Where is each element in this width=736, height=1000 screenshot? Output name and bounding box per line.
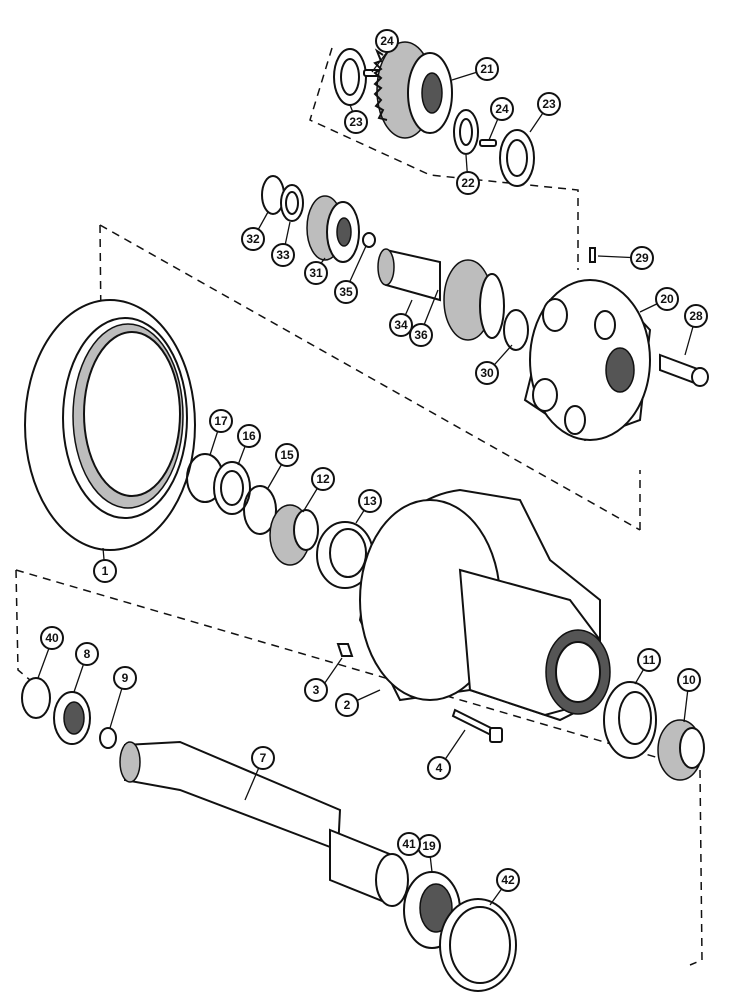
callout-label: 1 [102,564,109,578]
ring-gear-1 [24,299,196,551]
callout-11: 11 [637,648,661,672]
callout-35: 35 [334,280,358,304]
bearing-cone-12 [269,504,319,566]
callout-20: 20 [655,287,679,311]
callout-29: 29 [630,246,654,270]
callout-label: 41 [402,837,416,851]
thrust-washer-23-top [333,48,367,106]
callout-23-right: 23 [537,92,561,116]
callout-42: 42 [496,868,520,892]
pin-29 [589,247,596,263]
callout-label: 2 [344,698,351,712]
snap-ring-30 [503,309,529,351]
callout-19: 19 [417,834,441,858]
callout-label: 11 [643,653,656,667]
bearing-cup-11 [603,681,657,759]
callout-label: 33 [276,248,290,262]
callout-1: 1 [93,559,117,583]
callout-36: 36 [409,323,433,347]
plug-9 [99,727,117,749]
callout-41: 41 [397,832,421,856]
callout-label: 22 [461,176,475,190]
callout-15: 15 [275,443,299,467]
gear-21 [373,41,453,139]
callout-label: 23 [349,115,363,129]
callout-label: 4 [436,761,443,775]
callout-12: 12 [311,467,335,491]
carrier-20 [523,279,652,442]
washer-33 [280,184,304,222]
callout-label: 9 [122,671,129,685]
callout-label: 35 [339,285,353,299]
pin-3 [336,643,354,657]
callout-label: 40 [45,631,59,645]
callout-4: 4 [427,756,451,780]
washer-22 [453,109,479,155]
callout-28: 28 [684,304,708,328]
callout-17: 17 [209,409,233,433]
callout-21: 21 [475,57,499,81]
callout-label: 3 [313,683,320,697]
callout-label: 21 [480,62,494,76]
callout-30: 30 [475,361,499,385]
callout-label: 24 [380,34,394,48]
callout-23-top: 23 [344,110,368,134]
pinion-shaft-34 [377,248,505,341]
bolt-4 [451,708,503,743]
callout-8: 8 [75,642,99,666]
callout-label: 20 [660,292,674,306]
ball-35 [362,232,376,248]
callout-label: 23 [542,97,556,111]
wear-sleeve-42 [439,898,517,992]
callout-24-top: 24 [375,29,399,53]
washer-16 [213,461,251,515]
callout-label: 10 [682,673,696,687]
seal-8 [53,691,91,745]
callout-label: 13 [363,494,377,508]
callout-40: 40 [40,626,64,650]
callout-label: 15 [280,448,294,462]
callout-31: 31 [304,261,328,285]
callout-3: 3 [304,678,328,702]
thrust-washer-23-right [499,129,535,187]
bearing-cone-10 [657,719,705,781]
callout-7: 7 [251,746,275,770]
callout-label: 36 [414,328,428,342]
gear-31 [306,195,360,263]
hub-housing-2 [358,488,611,722]
callout-label: 29 [635,251,649,265]
callout-label: 19 [422,839,436,853]
callout-label: 12 [316,472,330,486]
callout-16: 16 [237,424,261,448]
callout-32: 32 [241,227,265,251]
callout-label: 31 [309,266,323,280]
callout-34: 34 [389,313,413,337]
callout-label: 30 [480,366,494,380]
callout-2: 2 [335,693,359,717]
axle-shaft-7 [119,740,409,907]
snap-ring-40 [21,677,51,719]
callout-label: 24 [495,102,509,116]
callout-label: 8 [84,647,91,661]
callout-label: 34 [394,318,408,332]
callout-10: 10 [677,668,701,692]
shim-15 [243,485,277,535]
callout-13: 13 [358,489,382,513]
callout-9: 9 [113,666,137,690]
callout-label: 42 [501,873,515,887]
callout-33: 33 [271,243,295,267]
pin-28 [659,353,709,387]
callout-24-right: 24 [490,97,514,121]
callout-label: 7 [260,751,267,765]
pin-24-right [479,139,497,147]
callout-22: 22 [456,171,480,195]
callout-label: 17 [214,414,228,428]
callout-label: 16 [242,429,256,443]
callout-label: 32 [246,232,260,246]
callout-label: 28 [689,309,703,323]
